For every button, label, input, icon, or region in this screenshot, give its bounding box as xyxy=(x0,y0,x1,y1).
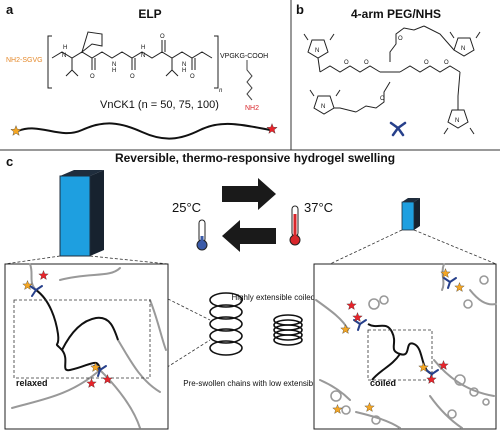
svg-text:N: N xyxy=(461,46,465,52)
star-icon xyxy=(266,123,278,134)
arrow-right-icon xyxy=(222,178,276,210)
panel-c-letter: c xyxy=(6,154,13,169)
panel-b-title: 4-arm PEG/NHS xyxy=(351,7,441,21)
svg-text:O: O xyxy=(190,74,195,80)
svg-text:O: O xyxy=(130,74,135,80)
elp-atom-labels: H N O N H O H N O N H O xyxy=(62,34,195,80)
svg-text:N: N xyxy=(321,104,325,110)
panel-a-title: ELP xyxy=(138,7,161,21)
coil-relaxed xyxy=(209,292,243,356)
svg-text:O: O xyxy=(344,60,349,66)
panel-c: c Reversible, thermo-responsive hydrogel… xyxy=(4,151,497,430)
svg-text:O: O xyxy=(398,36,403,42)
svg-text:O: O xyxy=(424,60,429,66)
svg-text:N: N xyxy=(315,48,319,54)
network-coiled: coiled xyxy=(313,263,497,430)
thermometer-icon xyxy=(196,219,208,251)
panel-a-letter: a xyxy=(6,2,14,17)
svg-text:N: N xyxy=(455,118,459,124)
elp-repeat-n: n xyxy=(219,88,223,94)
svg-text:O: O xyxy=(444,60,449,66)
elp-structure xyxy=(47,31,253,101)
network-relaxed: relaxed xyxy=(4,263,169,430)
svg-text:O: O xyxy=(90,74,95,80)
elp-n-terminus: NH2-SGVG xyxy=(6,57,43,64)
svg-text:H: H xyxy=(112,68,116,74)
elp-lysine-amine: NH2 xyxy=(245,105,259,112)
svg-text:H: H xyxy=(182,68,186,74)
panel-b: b 4-arm PEG/NHS xyxy=(296,2,481,137)
gel-block-shrunk xyxy=(401,198,420,231)
temp-low-label: 25°C xyxy=(172,200,201,215)
temp-high-label: 37°C xyxy=(304,200,333,215)
panel-a: a ELP xyxy=(6,2,278,140)
label-coiled: coiled xyxy=(370,378,396,388)
elp-construct-label: VnCK1 (n = 50, 75, 100) xyxy=(100,99,219,111)
svg-text:N: N xyxy=(141,53,145,59)
svg-text:H: H xyxy=(141,45,145,51)
crosslinker-icon xyxy=(389,121,407,137)
panel-b-letter: b xyxy=(296,2,304,17)
svg-text:N: N xyxy=(112,62,116,68)
label-preswollen: Pre-swollen chains with low extensibilit… xyxy=(183,379,324,388)
svg-text:H: H xyxy=(63,45,67,51)
svg-text:O: O xyxy=(364,60,369,66)
svg-text:O: O xyxy=(160,34,165,40)
star-icon xyxy=(10,125,22,136)
label-relaxed: relaxed xyxy=(16,378,48,388)
coil-compressed xyxy=(273,314,303,346)
arrow-left-icon xyxy=(222,220,276,252)
elp-chain xyxy=(17,122,271,140)
elp-c-terminus: VPGKG-COOH xyxy=(220,53,268,60)
thermometer-icon xyxy=(289,205,301,246)
peg-nhs-structure xyxy=(303,25,481,135)
panel-c-title: Reversible, thermo-responsive hydrogel s… xyxy=(115,151,395,165)
peg-atom-labels: N N N N O O O O O O xyxy=(315,36,465,124)
svg-text:O: O xyxy=(380,96,385,102)
svg-text:N: N xyxy=(62,53,66,59)
label-extensible: Highly extensible coiled chains xyxy=(232,293,341,302)
gel-block-swollen xyxy=(59,170,104,257)
svg-text:N: N xyxy=(182,62,186,68)
